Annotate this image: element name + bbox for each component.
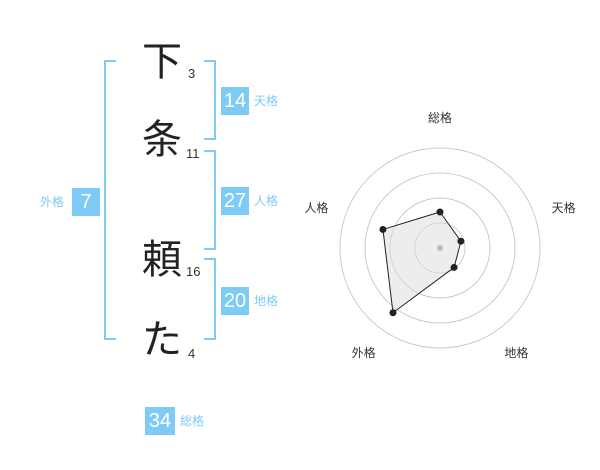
- name-char-3: 頼: [142, 237, 182, 283]
- radar-axis-label-4: 外格: [352, 345, 376, 360]
- jinkaku-bracket: [204, 150, 216, 250]
- stroke-count-3: 16: [186, 264, 201, 279]
- name-char-1: 下: [142, 39, 182, 85]
- gaikaku-bracket: [104, 60, 116, 340]
- radar-point-2: [457, 237, 465, 245]
- stroke-count-1: 3: [188, 66, 196, 81]
- radar-point-4: [389, 309, 397, 317]
- radar-series-area: [382, 211, 462, 314]
- name-char-2: 条: [142, 117, 182, 163]
- tenkaku-bracket: [204, 60, 216, 140]
- tenkaku-label: 天格: [254, 94, 279, 108]
- stroke-count-4: 4: [188, 346, 196, 361]
- radar-point-3: [450, 263, 458, 271]
- jinkaku-value: 27: [221, 187, 249, 215]
- gaikaku-label: 外格: [40, 195, 65, 209]
- radar-center: [437, 245, 443, 251]
- jinkaku-label: 人格: [254, 194, 279, 208]
- radar-axis-label-1: 総格: [428, 110, 452, 125]
- chikaku-value: 20: [221, 287, 249, 315]
- soukaku-label: 総格: [180, 414, 205, 428]
- radar-ring: [339, 147, 541, 349]
- radar-ring: [364, 172, 516, 324]
- name-char-4: た: [142, 317, 182, 363]
- radar-point-5: [379, 225, 387, 233]
- chikaku-label: 地格: [254, 294, 279, 308]
- gaikaku-value: 7: [72, 188, 100, 216]
- radar-axis-label-5: 人格: [304, 200, 328, 215]
- radar-axis-label-3: 地格: [504, 345, 528, 360]
- soukaku-value: 34: [145, 407, 175, 435]
- tenkaku-value: 14: [221, 87, 249, 115]
- stroke-count-2: 11: [186, 146, 200, 161]
- chikaku-bracket: [204, 258, 216, 340]
- radar-axis-label-2: 天格: [552, 200, 576, 215]
- radar-point-1: [436, 208, 444, 216]
